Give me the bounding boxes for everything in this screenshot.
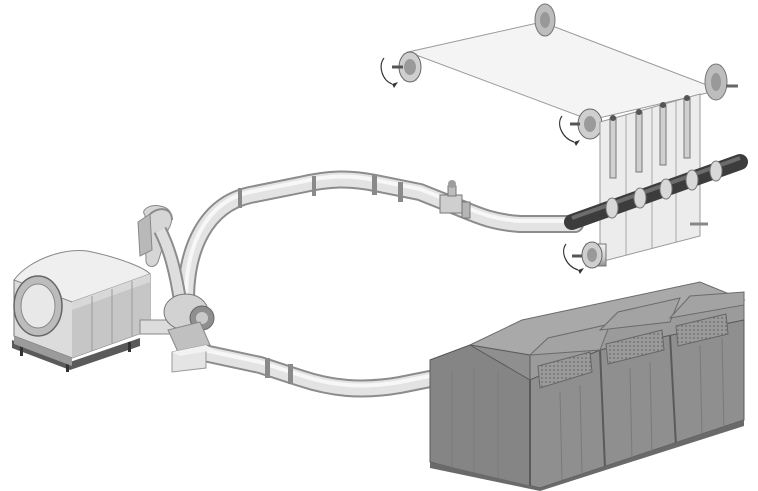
web-handling-assembly [380, 3, 748, 274]
web-roll-icon [380, 51, 422, 88]
treatment-enclosure [429, 281, 746, 491]
intake-filter [137, 205, 187, 302]
return-duct [181, 341, 489, 398]
air-knife-icon [609, 95, 691, 179]
supply-valve-icon [439, 180, 471, 219]
web-roll-icon [563, 241, 607, 274]
blower-unit [12, 249, 151, 372]
web-roll-icon [559, 108, 603, 146]
vent-grille-icon [537, 313, 729, 389]
manifold [139, 293, 215, 373]
supply-duct [177, 170, 584, 309]
